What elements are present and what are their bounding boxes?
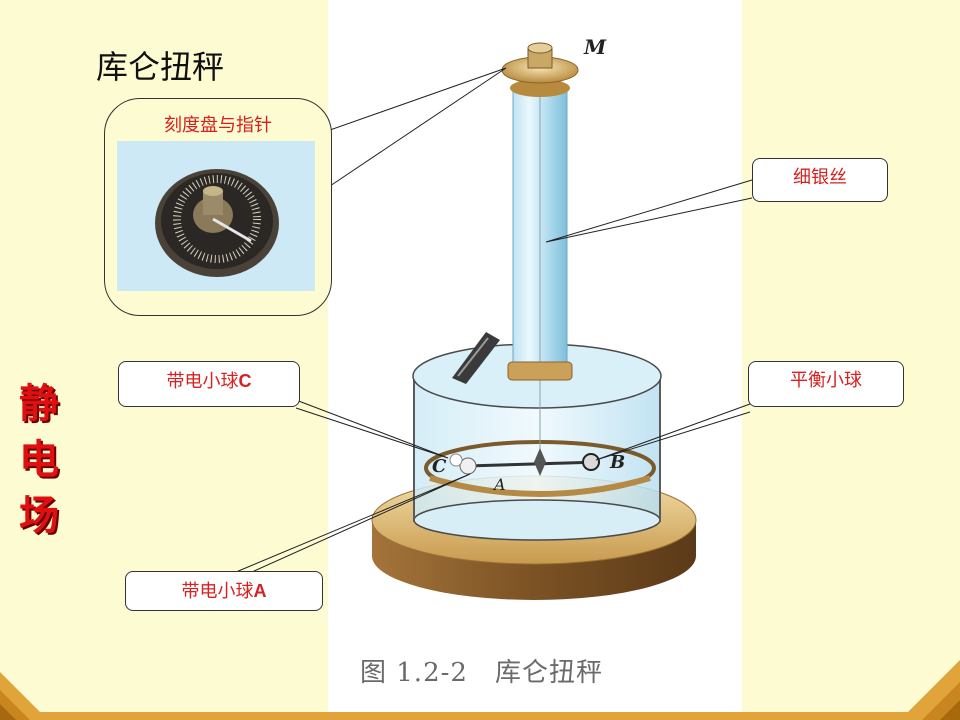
silver-wire-label: 细银丝 [793,167,847,188]
balance-ball-callout: 平衡小球 [748,361,904,407]
bottom-right-ornament [900,660,960,720]
balance-ball [582,453,600,471]
slide-title: 库仑扭秤 [96,48,225,86]
charged-ball-a-text: 带电小球 [181,581,254,602]
bottom-accent-bar [0,712,960,720]
label-m: M [583,35,607,59]
bottom-left-ornament [0,672,48,720]
charged-ball-a [459,457,477,475]
dial-callout: 刻度盘与指针 [104,98,332,316]
lid-stopper [452,332,500,384]
glass-tube [507,87,573,458]
silver-wire-callout: 细银丝 [752,158,888,202]
balance-ball-label: 平衡小球 [790,370,862,391]
charged-ball-a-callout: 带电小球A [125,571,323,611]
label-c: C [432,456,447,477]
charged-ball-c [449,453,463,467]
charged-ball-a-letter: A [253,581,267,601]
side-title-char: 电 [19,437,59,483]
charged-ball-c-letter: C [238,371,252,391]
side-title-char: 静 [19,381,59,427]
balance-rod [459,448,601,476]
label-a: A [492,475,506,494]
dial-photo [117,141,315,291]
label-b: B [609,452,625,473]
side-title-char: 场 [19,493,59,539]
top-dial-cap [501,42,579,97]
charged-ball-c-text: 带电小球 [166,371,239,392]
figure-caption: 图 1.2-2 库仑扭秤 [360,658,603,688]
side-title: 静 电 场 [14,376,64,544]
dial-callout-label: 刻度盘与指针 [164,115,272,136]
charged-ball-c-callout: 带电小球C [118,361,300,407]
leader-lines [235,67,753,573]
